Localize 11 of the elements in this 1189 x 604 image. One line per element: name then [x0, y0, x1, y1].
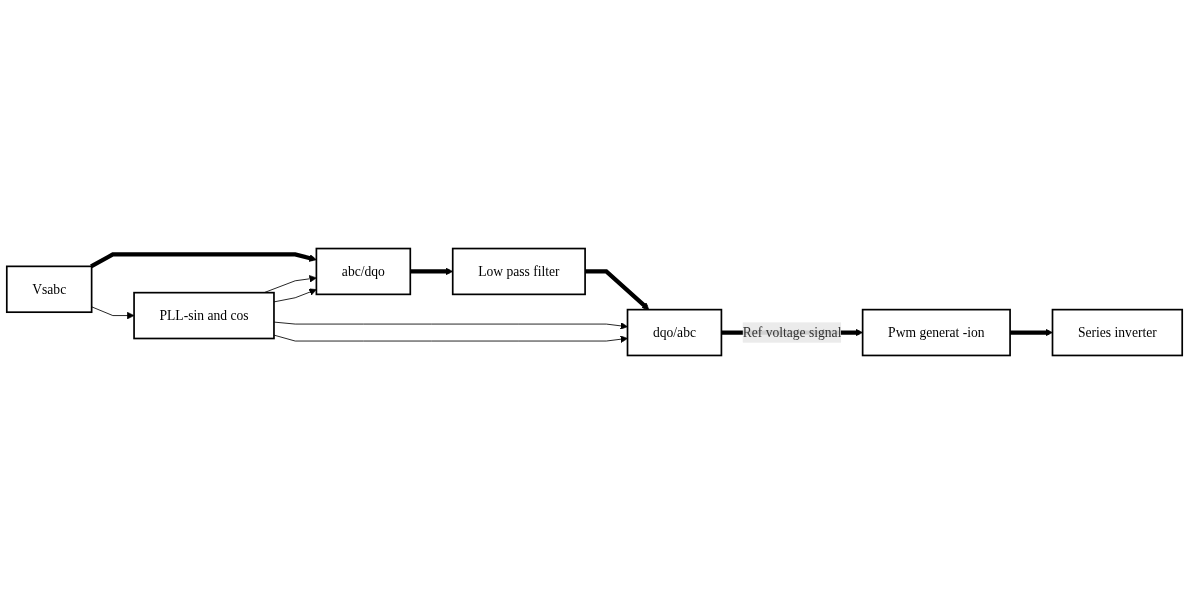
arrow: [1010, 328, 1053, 337]
arrow: [90, 252, 317, 269]
node-box: Low pass filter: [451, 247, 586, 296]
node-box: abc/dqo: [315, 247, 412, 296]
node-box: Series inverter: [1051, 308, 1184, 357]
edge-label: Ref voltage signal: [742, 324, 842, 340]
node-box: PLL-sin and cos: [133, 291, 275, 340]
node-box: Vsabc: [5, 265, 93, 314]
arrow: [585, 269, 650, 310]
node-box: Pwm generat -ion: [861, 308, 1011, 357]
node-box: dqo/abc: [626, 308, 723, 357]
